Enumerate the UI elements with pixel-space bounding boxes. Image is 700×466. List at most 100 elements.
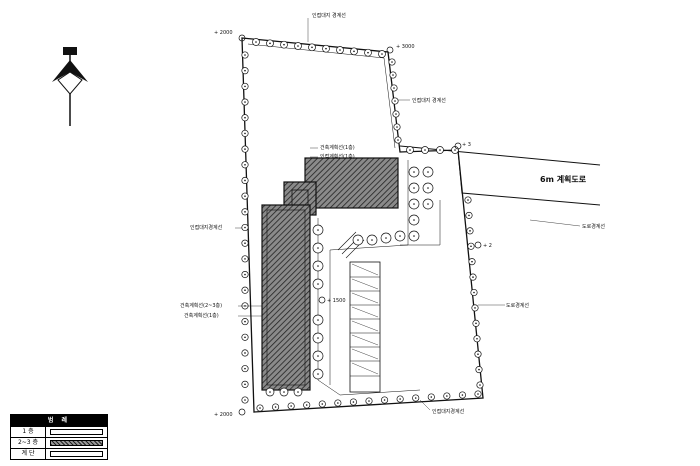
tree-center-icon bbox=[392, 74, 394, 76]
tree-center-icon bbox=[470, 245, 472, 248]
tree-center-icon bbox=[244, 399, 246, 401]
tree-center-icon bbox=[477, 393, 479, 395]
tree-center-icon bbox=[244, 148, 246, 150]
building-upper-wing bbox=[304, 157, 399, 209]
tree-center-icon bbox=[357, 239, 359, 241]
label-right-mid: 도로경계선 bbox=[506, 302, 529, 309]
tree-center-icon bbox=[244, 320, 246, 323]
tree-center-icon bbox=[244, 367, 246, 370]
tree-center-icon bbox=[427, 171, 429, 173]
label-left-mid: 인접대지경계선 bbox=[190, 224, 223, 231]
tree-center-icon bbox=[427, 187, 429, 189]
label-top-boundary: 인접대지 경계선 bbox=[312, 12, 346, 19]
tree-center-icon bbox=[244, 69, 246, 72]
tree-center-icon bbox=[371, 239, 373, 241]
tree-center-icon bbox=[478, 368, 480, 371]
tree-center-icon bbox=[317, 247, 319, 249]
label-road-note: 도로경계선 bbox=[582, 223, 605, 230]
legend-swatch-1f bbox=[50, 429, 103, 435]
driveway-outline bbox=[317, 218, 421, 396]
tree-center-icon bbox=[290, 405, 292, 407]
tree-center-icon bbox=[244, 336, 246, 339]
tree-center-icon bbox=[385, 237, 387, 239]
tree-center-icon bbox=[477, 353, 479, 355]
tree-center-icon bbox=[399, 235, 401, 237]
tree-center-icon bbox=[244, 163, 246, 166]
tree-center-icon bbox=[283, 43, 285, 46]
tree-center-icon bbox=[413, 235, 415, 237]
tree-center-icon bbox=[317, 229, 319, 231]
label-bottom: 인접대지경계선 bbox=[432, 408, 465, 415]
tree-center-icon bbox=[339, 49, 341, 51]
legend-row-2-3f: 2~3 층 bbox=[11, 437, 107, 448]
tree-center-icon bbox=[244, 116, 246, 119]
tree-group bbox=[241, 38, 484, 412]
tree-center-icon bbox=[474, 307, 476, 309]
label-building-top-2: 인접계획선(1층) bbox=[320, 153, 355, 160]
legend-row-1f: 1 층 bbox=[11, 426, 107, 437]
parking-stalls bbox=[337, 231, 381, 393]
tree-center-icon bbox=[311, 46, 313, 49]
tree-center-icon bbox=[394, 100, 396, 102]
tree-center-icon bbox=[353, 50, 355, 53]
tree-center-icon bbox=[255, 41, 257, 43]
tree-center-icon bbox=[244, 226, 246, 229]
tree-center-icon bbox=[473, 291, 475, 294]
tree-center-icon bbox=[244, 383, 246, 386]
tree-center-icon bbox=[317, 265, 319, 267]
label-elev-mid: + 1500 bbox=[327, 298, 346, 304]
tree-center-icon bbox=[413, 171, 415, 173]
tree-center-icon bbox=[244, 85, 246, 88]
tree-center-icon bbox=[413, 187, 415, 189]
tree-center-icon bbox=[337, 402, 339, 404]
tree-center-icon bbox=[317, 319, 319, 321]
tree-center-icon bbox=[439, 149, 441, 151]
label-elev-bottom: + 2000 bbox=[214, 412, 233, 418]
tree-center-icon bbox=[414, 397, 417, 399]
tree-center-icon bbox=[321, 403, 324, 405]
tree-center-icon bbox=[367, 51, 369, 54]
tree-center-icon bbox=[381, 53, 383, 55]
tree-center-icon bbox=[430, 396, 433, 398]
legend-key: 계 단 bbox=[11, 449, 46, 459]
tree-center-icon bbox=[244, 273, 246, 276]
elevation-markers bbox=[238, 34, 482, 416]
label-elev-tl: + 2000 bbox=[214, 30, 233, 36]
tree-center-icon bbox=[413, 219, 415, 221]
tree-center-icon bbox=[317, 355, 319, 357]
tree-center-icon bbox=[399, 398, 401, 400]
tree-center-icon bbox=[317, 337, 319, 339]
tree-center-icon bbox=[397, 139, 399, 141]
legend-swatch-stair bbox=[50, 451, 103, 457]
tree-center-icon bbox=[274, 406, 277, 408]
tree-center-icon bbox=[269, 42, 271, 45]
tree-center-icon bbox=[259, 407, 261, 409]
tree-center-icon bbox=[283, 391, 285, 393]
tree-center-icon bbox=[476, 337, 478, 340]
label-road-name: 6m 계획도로 bbox=[540, 174, 587, 184]
tree-center-icon bbox=[325, 47, 327, 50]
label-left-lower-2: 건축계획선(1층) bbox=[184, 312, 219, 319]
tree-center-icon bbox=[297, 45, 299, 47]
leader-lines bbox=[235, 18, 581, 411]
planned-road bbox=[399, 145, 601, 206]
tree-center-icon bbox=[244, 258, 246, 260]
tree-center-icon bbox=[317, 283, 319, 285]
legend-key: 1 층 bbox=[11, 427, 46, 437]
tree-center-icon bbox=[413, 203, 415, 205]
tree-center-icon bbox=[409, 149, 411, 151]
tree-center-icon bbox=[244, 352, 246, 354]
tree-center-icon bbox=[479, 384, 481, 386]
tree-center-icon bbox=[396, 126, 398, 128]
tree-center-icon bbox=[446, 395, 448, 397]
tree-center-icon bbox=[269, 391, 271, 393]
tree-center-icon bbox=[471, 260, 473, 263]
north-arrow-icon bbox=[52, 47, 88, 126]
tree-center-icon bbox=[469, 230, 471, 232]
tree-center-icon bbox=[475, 322, 477, 325]
label-elev-tr: + 3000 bbox=[396, 44, 415, 50]
tree-center-icon bbox=[244, 54, 246, 56]
legend-title: 범 례 bbox=[11, 415, 107, 426]
tree-center-icon bbox=[305, 404, 308, 406]
